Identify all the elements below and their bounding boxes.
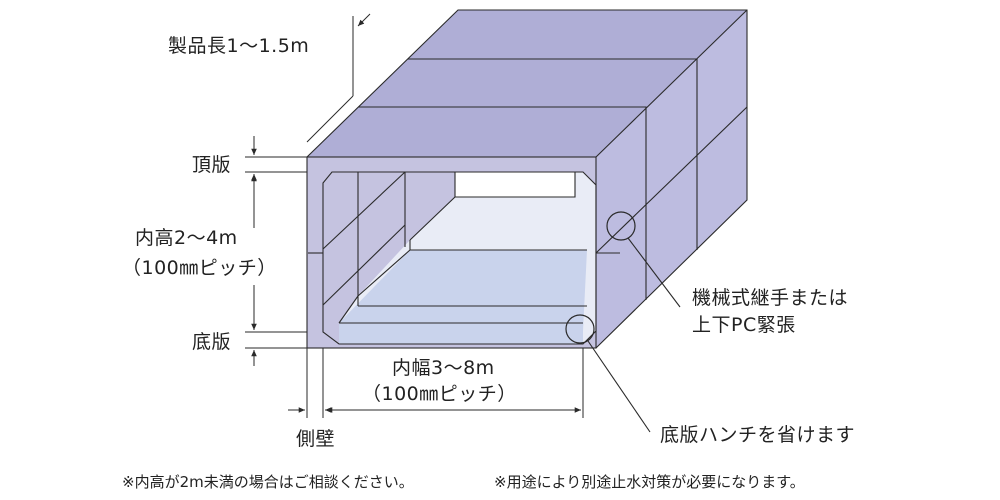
product-length-label: 製品長1～1.5m xyxy=(168,35,310,57)
top-slab-label: 頂版 xyxy=(192,154,232,176)
haunch-omit-label: 底版ハンチを省けます xyxy=(660,424,856,446)
length-leader xyxy=(306,95,354,143)
inner-back-wall xyxy=(455,172,575,197)
joint-circle xyxy=(606,211,636,241)
footnote-2: ※用途により別途止水対策が必要になります。 xyxy=(494,473,805,491)
vertical-dimensions xyxy=(245,136,307,366)
inner-width-pitch-label: （100㎜ピッチ） xyxy=(362,383,517,405)
length-arrow xyxy=(357,13,371,27)
haunch-circle xyxy=(565,314,595,344)
side-wall-label: 側壁 xyxy=(296,428,336,450)
outline-group xyxy=(306,9,748,349)
box-top-face xyxy=(307,10,747,157)
inner-height-pitch-label: （100㎜ピッチ） xyxy=(122,257,277,279)
box-side-face xyxy=(596,10,747,348)
inner-width-label: 内幅3～8m xyxy=(392,357,495,379)
footnote-1: ※内高が2m未満の場合はご相談ください。 xyxy=(122,473,414,491)
horizontal-dimensions xyxy=(288,348,584,418)
inner-height-label: 内高2～4m xyxy=(135,227,238,249)
haunch-leader xyxy=(587,340,651,433)
bottom-slab-label: 底版 xyxy=(192,331,232,353)
inner-floor xyxy=(339,250,587,344)
joint-label-line2: 上下PC緊張 xyxy=(692,314,796,336)
inner-left-wall xyxy=(323,172,455,344)
joint-leader xyxy=(627,237,681,308)
joint-label-line1: 機械式継手または xyxy=(692,287,849,309)
